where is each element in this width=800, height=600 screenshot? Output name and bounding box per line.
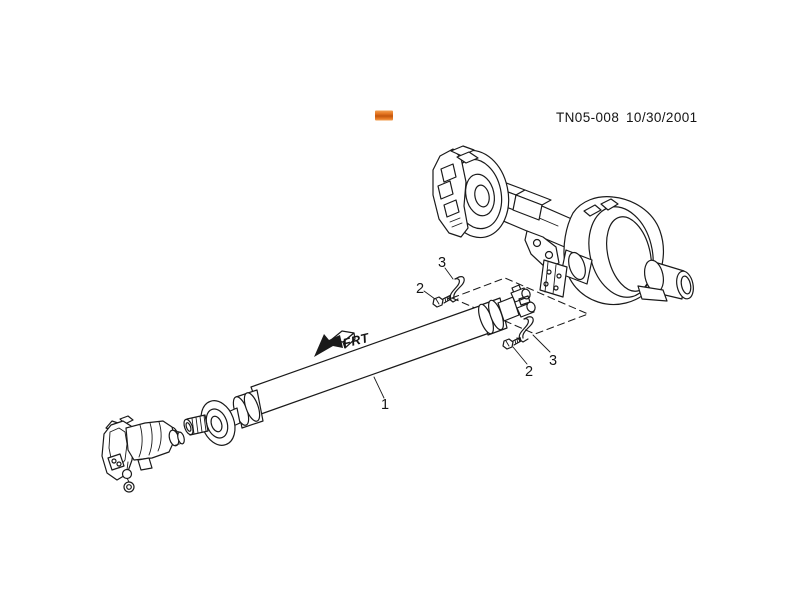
front-strap-bolt [432,294,452,308]
callout-3-front-strap: 3 [438,255,446,271]
callout-1-propeller-shaft: 1 [381,397,389,413]
frt-arrow-icon [314,330,356,357]
pinion-flange [539,249,593,298]
callout-leaders [373,267,551,399]
callout-2-rear-bolt: 2 [525,364,533,380]
brake-caliper [432,145,479,238]
highlight-marker [375,110,393,121]
rear-u-joint-yoke [497,284,536,322]
rear-axle-assembly [432,145,694,306]
doc-date: 10/30/2001 [626,110,698,125]
axle-stub-right [637,259,694,302]
propeller-shaft [169,284,536,446]
frt-label: FRT [341,330,371,351]
shaft-tube [250,303,496,415]
alignment-dashed-line [451,277,589,335]
callout-3-rear-strap: 3 [549,353,557,369]
callout-2-front-bolt: 2 [416,281,424,297]
spring-seat [637,285,668,302]
transfer-case [101,415,185,493]
rear-strap-bolt [502,336,522,350]
doc-number: TN05-008 [556,110,619,125]
front-retainer-strap [447,276,465,303]
front-slip-yoke-flange [200,400,236,446]
